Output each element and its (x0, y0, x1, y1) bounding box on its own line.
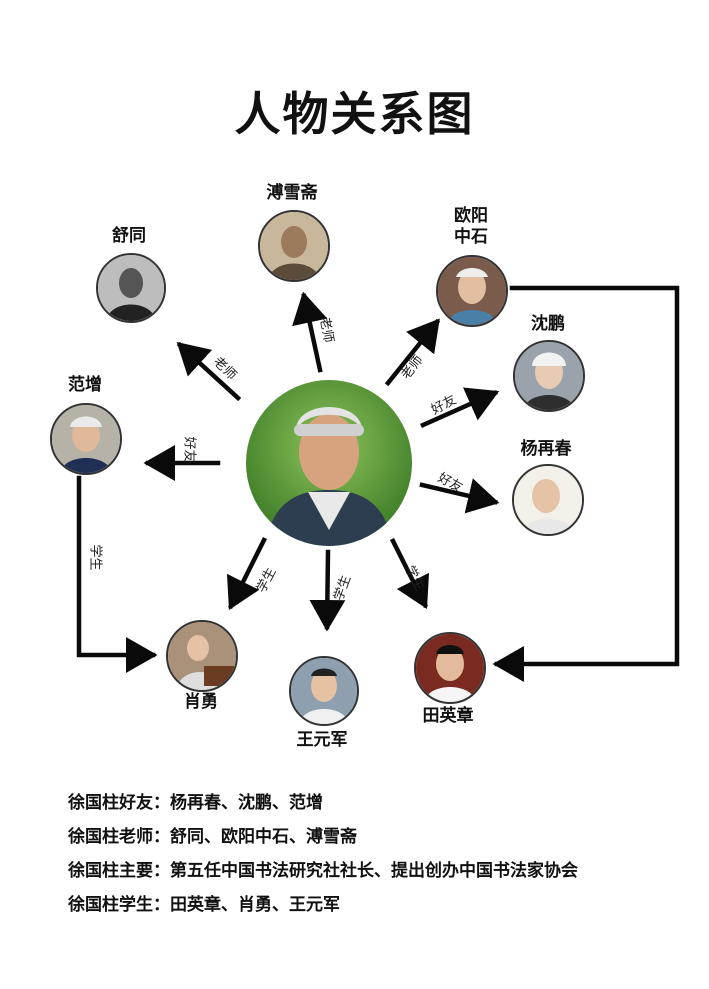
arrow-to-shenpeng (420, 387, 500, 428)
avatar-fanzeng (50, 403, 122, 475)
name-shenpeng: 沈鹏 (531, 314, 565, 334)
arrow-to-yangzaichun (419, 478, 500, 514)
name-ouyang: 欧阳 中石 (454, 206, 488, 248)
avatar-buxuezhai (258, 210, 330, 282)
avatar-shenpeng (513, 340, 585, 412)
name-fanzeng: 范增 (68, 375, 102, 395)
name-wangyuanjun: 王元军 (296, 730, 348, 750)
summary-teachers: 徐国柱老师：舒同、欧阳中石、溥雪斋 (68, 827, 357, 847)
avatar-shutong (96, 253, 166, 323)
arrow-to-ouyang (384, 318, 441, 387)
avatar-wangyuanjun (289, 656, 359, 726)
avatar-yangzaichun (512, 464, 584, 536)
avatar-tianyingzhang (414, 632, 486, 704)
arrow-to-shutong (176, 341, 242, 402)
summary-students: 徐国柱学生：田英章、肖勇、王元军 (68, 895, 340, 915)
name-buxuezhai: 溥雪斋 (266, 183, 318, 203)
arrow-to-xiaoyong (226, 536, 268, 611)
arrow-fanzeng-to-xiaoyong (76, 475, 158, 673)
name-tianyingzhang: 田英章 (422, 706, 474, 726)
avatar-xiaoyong (166, 620, 238, 692)
avatar-ouyang (436, 255, 508, 327)
name-xiaoyong: 肖勇 (184, 692, 218, 712)
relation-label-fanzeng-xiaoyong: 学生 (87, 544, 103, 571)
arrow-to-tianyingzhang (389, 537, 430, 610)
center-avatar (246, 380, 412, 546)
arrow-to-buxuezhai (292, 291, 328, 373)
summary-friends: 徐国柱好友：杨再春、沈鹏、范增 (68, 793, 323, 813)
arrow-ouyang-to-tianyingzhang (492, 285, 680, 682)
arrow-to-wangyuanjun (309, 549, 346, 632)
diagram-title: 人物关系图 (234, 87, 475, 141)
name-yangzaichun: 杨再春 (520, 439, 572, 459)
summary-main: 徐国柱主要：第五任中国书法研究社社长、提出创办中国书法家协会 (68, 861, 578, 881)
relation-label-fanzeng: 好友 (181, 436, 197, 463)
name-shutong: 舒同 (112, 226, 146, 246)
